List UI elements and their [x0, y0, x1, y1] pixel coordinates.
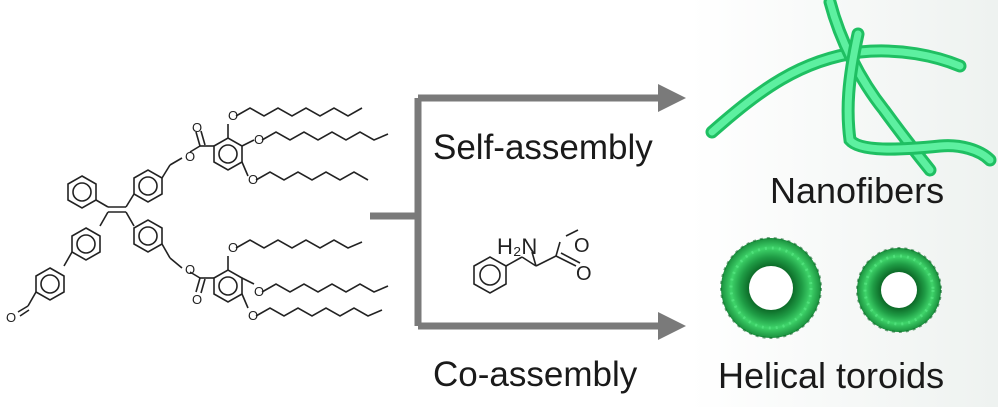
toroid-small: [856, 247, 942, 333]
peg-oxygen: O: [228, 240, 238, 255]
carbonyl-oxygen: O: [576, 263, 592, 285]
arrowhead-upper: [658, 84, 686, 112]
phenylalanine-methyl-ester: [473, 229, 581, 294]
toroid-large-hole: [749, 266, 793, 310]
ester-oxygen-upper: O: [185, 149, 195, 164]
carbonyl-oxygen-lower: O: [192, 292, 202, 307]
ester-oxygen: O: [574, 235, 590, 257]
amine-label: H₂N: [497, 234, 537, 259]
peg-oxygen: O: [254, 284, 264, 299]
nanofibers-label: Nanofibers: [770, 170, 945, 211]
peg-oxygen: O: [254, 132, 264, 147]
peg-oxygen: O: [248, 172, 258, 187]
ester-oxygen-lower: O: [185, 262, 195, 277]
arrowhead-lower: [658, 312, 686, 340]
toroid-small-hole: [881, 272, 917, 308]
molecule-oxygen-labels: O O O O O O O O O O O: [6, 108, 264, 325]
toroid-large: [720, 237, 822, 339]
aldehyde-oxygen: O: [6, 310, 16, 325]
nanofibers-illustration: [705, 0, 997, 177]
co-assembly-label: Co-assembly: [433, 355, 638, 394]
carbonyl-oxygen-upper: O: [192, 120, 202, 135]
tpe-molecule: [17, 107, 389, 317]
branch-arrows: [370, 94, 660, 330]
helical-toroids-label: Helical toroids: [718, 355, 945, 396]
peg-oxygen: O: [228, 108, 238, 123]
self-assembly-label: Self-assembly: [433, 128, 653, 167]
peg-oxygen: O: [248, 308, 258, 323]
